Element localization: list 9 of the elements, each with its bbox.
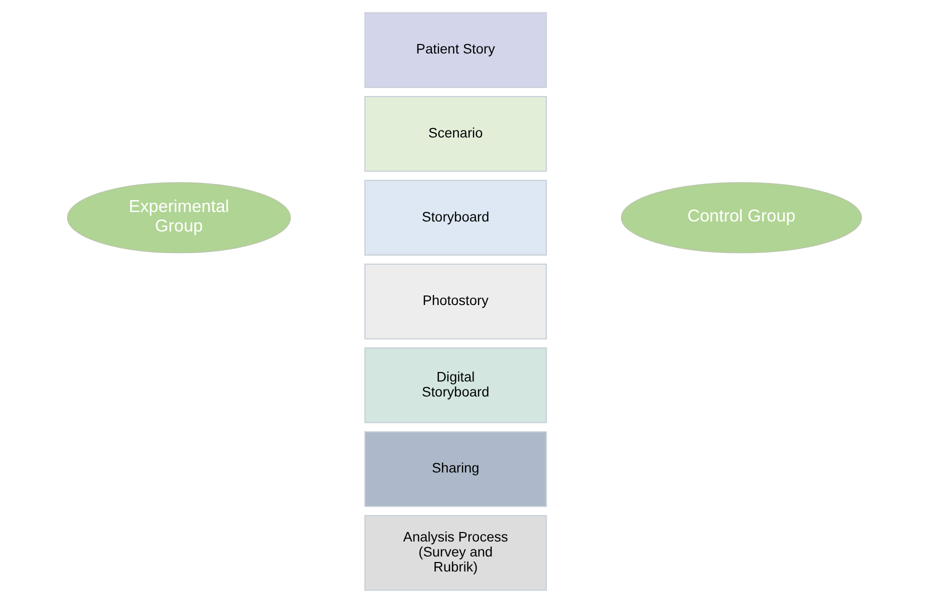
node-box: Photostory [364, 264, 546, 340]
node-ellipse: Experimental Group [66, 182, 290, 254]
node-box: Analysis Process (Survey and Rubrik) [364, 515, 546, 591]
node-ellipse: Control Group [620, 182, 862, 254]
node-box: Patient Story [364, 12, 546, 88]
node-box: Sharing [364, 431, 546, 507]
node-box: Digital Storyboard [364, 347, 546, 424]
node-box: Storyboard [364, 180, 546, 256]
node-box: Scenario [364, 96, 546, 172]
